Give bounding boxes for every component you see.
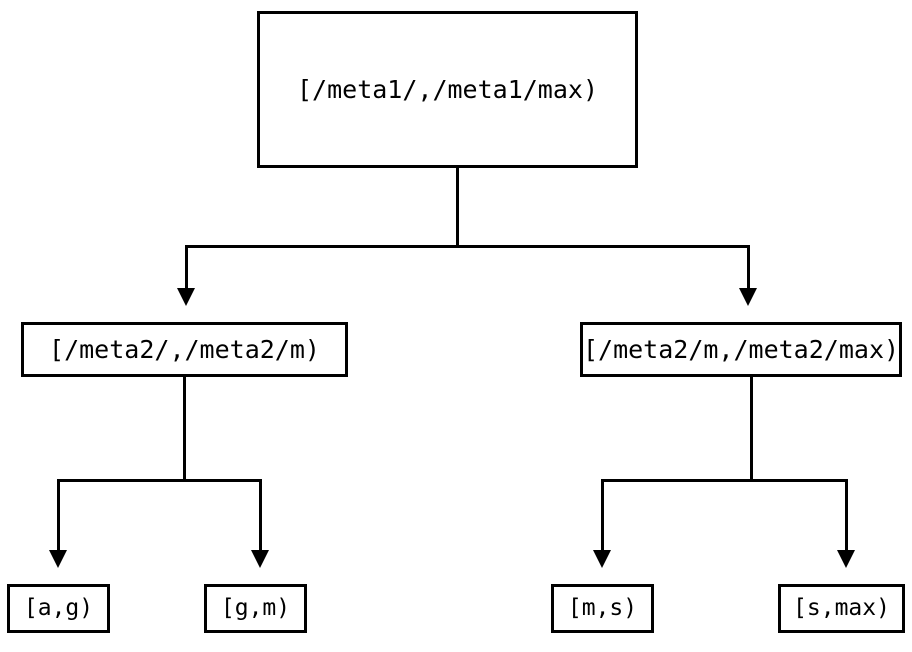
edge-mid-left-to-leaf-1-drop	[57, 479, 60, 551]
node-leaf-1-label: [a,g)	[23, 595, 94, 621]
arrowhead-down-icon-leaf-1	[49, 550, 67, 568]
node-mid-left[interactable]: [/meta2/,/meta2/m)	[21, 322, 348, 377]
node-leaf-4[interactable]: [s,max)	[778, 584, 905, 633]
node-root-label: [/meta1/,/meta1/max)	[296, 75, 599, 104]
arrowhead-down-icon-leaf-4	[837, 550, 855, 568]
edge-mid-right-crossbar	[601, 479, 848, 482]
edge-mid-left-crossbar	[57, 479, 262, 482]
node-leaf-1[interactable]: [a,g)	[7, 584, 110, 633]
node-mid-right-label: [/meta2/m,/meta2/max)	[582, 335, 900, 364]
arrowhead-down-icon-leaf-2	[251, 550, 269, 568]
node-leaf-2-label: [g,m)	[220, 595, 291, 621]
node-leaf-3[interactable]: [m,s)	[551, 584, 654, 633]
arrowhead-down-icon-root-right	[739, 288, 757, 306]
edge-root-stem	[456, 168, 459, 248]
node-mid-left-label: [/meta2/,/meta2/m)	[49, 335, 320, 364]
edge-mid-right-to-leaf-3-drop	[601, 479, 604, 551]
node-leaf-4-label: [s,max)	[793, 595, 890, 621]
edge-mid-right-to-leaf-4-drop	[845, 479, 848, 551]
node-leaf-3-label: [m,s)	[567, 595, 638, 621]
edge-root-to-mid-left-drop	[185, 245, 188, 289]
edge-mid-right-stem	[750, 377, 753, 481]
node-mid-right[interactable]: [/meta2/m,/meta2/max)	[580, 322, 902, 377]
node-leaf-2[interactable]: [g,m)	[204, 584, 307, 633]
edge-mid-left-stem	[183, 377, 186, 481]
arrowhead-down-icon-root-left	[177, 288, 195, 306]
node-root[interactable]: [/meta1/,/meta1/max)	[257, 11, 638, 168]
edge-root-to-mid-right-drop	[747, 245, 750, 289]
edge-root-crossbar	[185, 245, 750, 248]
arrowhead-down-icon-leaf-3	[593, 550, 611, 568]
edge-mid-left-to-leaf-2-drop	[259, 479, 262, 551]
